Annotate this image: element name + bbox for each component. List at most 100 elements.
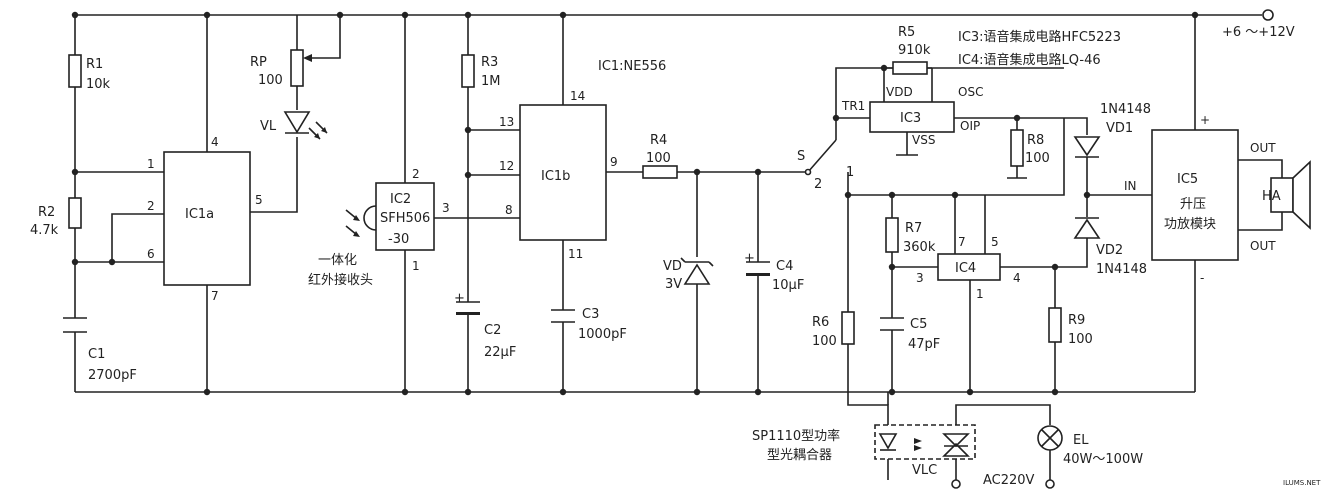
pin-label: 3 xyxy=(916,271,924,285)
r4-ref: R4 xyxy=(650,133,667,148)
led-vl xyxy=(283,111,311,134)
vd1-part: 1N4148 xyxy=(1100,102,1151,117)
c2-ref: C2 xyxy=(484,323,501,338)
note-ic3: IC3:语音集成电路HFC5223 xyxy=(958,29,1121,45)
watermark: ILUMS.NET xyxy=(1283,479,1321,487)
pin-label: OIP xyxy=(960,119,980,133)
ic2-ref: IC2 xyxy=(390,192,411,207)
resistor-r8 xyxy=(1010,129,1024,167)
ic3-ground xyxy=(896,132,918,156)
resistor-r4 xyxy=(642,165,678,179)
ic5-box xyxy=(1151,129,1239,261)
pin-label: 5 xyxy=(255,193,263,207)
r9-ref: R9 xyxy=(1068,313,1085,328)
vd2-part: 1N4148 xyxy=(1096,262,1147,277)
c2-value: 22μF xyxy=(484,345,516,360)
pin-label: 12 xyxy=(499,159,514,173)
mains-label: AC220V xyxy=(983,473,1035,488)
ha-ref: HA xyxy=(1262,189,1281,204)
ic2-rays xyxy=(345,209,358,236)
r3-ref: R3 xyxy=(481,55,498,70)
ic1a-ref: IC1a xyxy=(185,207,214,222)
zener-vd-bar xyxy=(680,257,714,267)
resistor-r1 xyxy=(68,54,82,88)
capacitor-c4-plate xyxy=(746,273,770,276)
c5-value: 47pF xyxy=(908,337,940,352)
resistor-r2 xyxy=(68,197,82,229)
supply-terminal xyxy=(1262,9,1274,21)
resistor-r3 xyxy=(461,54,475,88)
ic2-box xyxy=(375,182,435,251)
diode-vd2 xyxy=(1073,218,1101,239)
ic3-ref: IC3 xyxy=(900,111,921,126)
ic2-caption-1: 一体化 xyxy=(318,253,357,268)
pin-label: 9 xyxy=(610,155,618,169)
vlc-ref: VLC xyxy=(912,463,937,478)
capacitor-c1 xyxy=(63,317,87,333)
wire xyxy=(954,117,1088,135)
switch-s-pivot xyxy=(804,168,812,176)
ic5-line-1: 升压 xyxy=(1180,197,1206,212)
note-ic1: IC1:NE556 xyxy=(598,59,666,74)
ic2-lens xyxy=(363,205,377,231)
c2-plus: + xyxy=(454,291,465,306)
pin-label: 1 xyxy=(976,287,984,301)
vl-ref: VL xyxy=(260,119,277,134)
mains-terminal xyxy=(951,479,961,489)
el-value: 40W～100W xyxy=(1063,452,1143,467)
potentiometer-rp xyxy=(290,49,304,87)
resistor-r5 xyxy=(892,61,928,75)
c1-value: 2700pF xyxy=(88,368,137,383)
c3-value: 1000pF xyxy=(578,327,627,342)
ic5-ref: IC5 xyxy=(1177,172,1198,187)
optocoupler-light-arrows xyxy=(914,438,922,451)
pin-label: 4 xyxy=(1013,271,1021,285)
pin-label: 7 xyxy=(211,289,219,303)
switch-s-pos2: 2 xyxy=(814,177,822,192)
switch-s-ref: S xyxy=(797,149,805,164)
led-vl-ray-heads xyxy=(314,127,327,139)
r6-ref: R6 xyxy=(812,315,829,330)
ic1b-ref: IC1b xyxy=(541,169,570,184)
capacitor-c5 xyxy=(880,317,904,331)
ic2-suffix: -30 xyxy=(388,232,409,247)
r8-ref: R8 xyxy=(1027,133,1044,148)
r4-value: 100 xyxy=(646,151,671,166)
r1-value: 10k xyxy=(86,77,111,92)
switch-s-pos1: 1 xyxy=(846,165,854,180)
optocoupler-led xyxy=(878,433,898,450)
ic2-caption-2: 红外接收头 xyxy=(308,272,373,288)
r9-value: 100 xyxy=(1068,332,1093,347)
ic1a-box xyxy=(163,151,251,286)
pin-label: 6 xyxy=(147,247,155,261)
pin-label: 1 xyxy=(412,259,420,273)
vd2-ref: VD2 xyxy=(1096,243,1123,258)
ic3-box xyxy=(869,101,955,133)
pin-label: 1 xyxy=(147,157,155,171)
vd-value: 3V xyxy=(665,277,682,292)
pin-label: 7 xyxy=(958,235,966,249)
r3-value: 1M xyxy=(481,74,501,89)
pin-label: VSS xyxy=(912,133,935,147)
wire xyxy=(111,213,164,262)
pin-label: TR1 xyxy=(841,99,865,113)
pin-label: 13 xyxy=(499,115,514,129)
lamp-el-cross xyxy=(1041,429,1059,447)
vd-ref: VD xyxy=(663,259,682,274)
r2-ref: R2 xyxy=(38,205,55,220)
wire xyxy=(883,68,933,102)
diode-vd1 xyxy=(1073,136,1101,157)
r2-value: 4.7k xyxy=(30,223,59,238)
zener-vd xyxy=(683,263,711,285)
c4-ref: C4 xyxy=(776,259,793,274)
pin-label: OUT xyxy=(1250,141,1276,155)
pin-label: IN xyxy=(1124,179,1137,193)
wire xyxy=(954,195,986,254)
ic5-line-2: 功放模块 xyxy=(1164,217,1216,232)
pin-label: + xyxy=(1200,113,1210,127)
pin-label: 14 xyxy=(570,89,585,103)
capacitor-c3 xyxy=(551,309,575,323)
pin-label: - xyxy=(1200,271,1204,285)
c4-plus: + xyxy=(744,251,755,266)
